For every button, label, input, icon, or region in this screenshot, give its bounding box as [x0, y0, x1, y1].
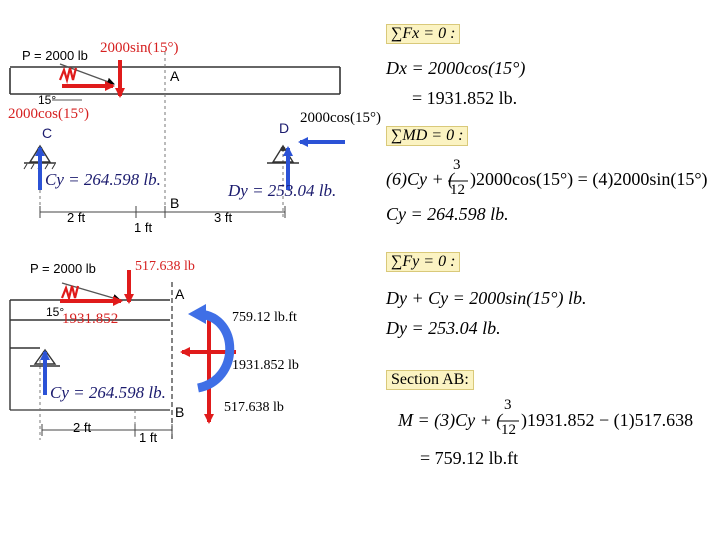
upper-dim-2ft: 2 ft [67, 210, 86, 225]
upper-dy-label: Dy = 253.04 lb. [228, 181, 337, 200]
upper-p-label: P = 2000 lb [22, 48, 88, 63]
lower-bottom-force-label: 517.638 lb [224, 400, 284, 415]
lower-horizontal-label: 1931.852 [62, 311, 119, 327]
sum-fx-header: ∑Fx = 0 : [386, 24, 461, 44]
md-line1-b: )2000cos(15°) = (4)2000sin(15°) [470, 169, 708, 189]
sum-md-header: ∑MD = 0 : [386, 126, 469, 146]
lower-moment-arrowhead [188, 304, 206, 324]
m-frac-den: 12 [501, 422, 516, 438]
upper-point-b: B [170, 195, 180, 211]
upper-point-d: D [279, 120, 290, 136]
sum-fy-header: ∑Fy = 0 : [386, 252, 461, 272]
md-line2: Cy = 264.598 lb. [386, 204, 509, 224]
upper-angle-label: 15° [38, 93, 57, 107]
lower-moment-arc [196, 309, 235, 393]
lower-cy-label: Cy = 264.598 lb. [50, 383, 166, 402]
lower-right-force-label: 1931.852 lb [232, 358, 299, 373]
upper-d-force-label: 2000cos(15°) [300, 110, 381, 126]
upper-point-c: C [42, 125, 53, 141]
lower-dimension-line [41, 424, 173, 436]
fy-line1: Dy + Cy = 2000sin(15°) lb. [386, 288, 587, 308]
lower-moment-label: 759.12 lb.ft [232, 310, 297, 325]
md-frac-num: 3 [453, 157, 461, 173]
upper-point-a: A [170, 68, 180, 84]
fx-line2: = 1931.852 lb. [412, 88, 518, 108]
upper-zigzag-mark [58, 66, 78, 85]
m-line1-a: M = (3)Cy + ( [398, 410, 503, 430]
upper-dim-1ft: 1 ft [134, 220, 153, 235]
md-frac-den: 12 [450, 182, 465, 198]
upper-horizontal-force-label: 2000cos(15°) [8, 106, 89, 122]
md-line1-a: (6)Cy + ( [386, 169, 455, 189]
section-ab-header: Section AB: [386, 370, 474, 390]
upper-dimension-line [39, 206, 286, 218]
upper-load-p-arrow [52, 63, 115, 101]
fx-line1: Dx = 2000cos(15°) [386, 58, 526, 78]
lower-dim-1ft: 1 ft [139, 430, 158, 445]
lower-top-force-label: 517.638 lb [135, 259, 195, 274]
lower-p-label: P = 2000 lb [30, 261, 96, 276]
lower-point-b: B [175, 404, 185, 420]
fy-line2: Dy = 253.04 lb. [386, 318, 501, 338]
m-line1-b: )1931.852 − (1)517.638 [521, 410, 694, 430]
lower-angle-label: 15° [46, 305, 65, 319]
m-line2: = 759.12 lb.ft [420, 448, 519, 468]
lower-dim-2ft: 2 ft [73, 420, 92, 435]
lower-point-a: A [175, 286, 185, 302]
upper-dim-3ft: 3 ft [214, 210, 233, 225]
lower-beam [9, 282, 173, 440]
upper-cy-label: Cy = 264.598 lb. [45, 170, 161, 189]
lower-zigzag-mark [60, 284, 80, 303]
m-frac-num: 3 [504, 397, 512, 413]
upper-vertical-force-label: 2000sin(15°) [100, 40, 179, 56]
